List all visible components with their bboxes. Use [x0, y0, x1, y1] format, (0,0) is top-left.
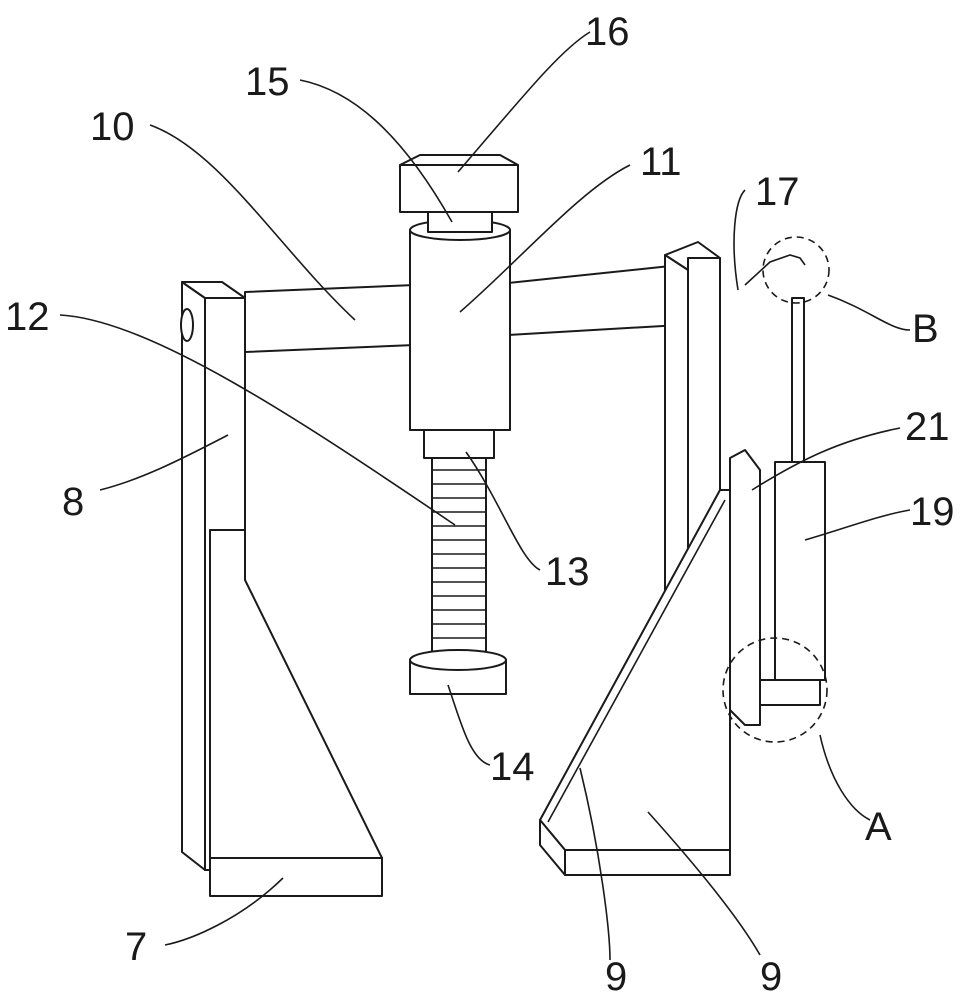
- label-14: 14: [490, 745, 535, 789]
- label-15: 15: [245, 60, 290, 104]
- label-b: B: [912, 307, 939, 351]
- sleeve-11: [400, 155, 518, 430]
- label-11: 11: [640, 140, 682, 184]
- label-19: 19: [910, 490, 955, 534]
- label-10: 10: [90, 105, 135, 149]
- plate-21: [730, 450, 760, 725]
- screw-12: [424, 430, 494, 658]
- label-12: 12: [5, 295, 50, 339]
- label-7: 7: [125, 925, 147, 969]
- pressure-pad-14: [410, 650, 506, 694]
- label-17: 17: [755, 170, 800, 214]
- label-9-right: 9: [760, 955, 782, 999]
- label-13: 13: [545, 550, 590, 594]
- label-9-left: 9: [605, 955, 627, 999]
- label-16: 16: [585, 10, 630, 54]
- label-a: A: [865, 805, 892, 849]
- detail-circle-b: [763, 237, 829, 303]
- left-base-7: [210, 530, 382, 896]
- label-8: 8: [62, 480, 84, 524]
- label-21: 21: [905, 405, 950, 449]
